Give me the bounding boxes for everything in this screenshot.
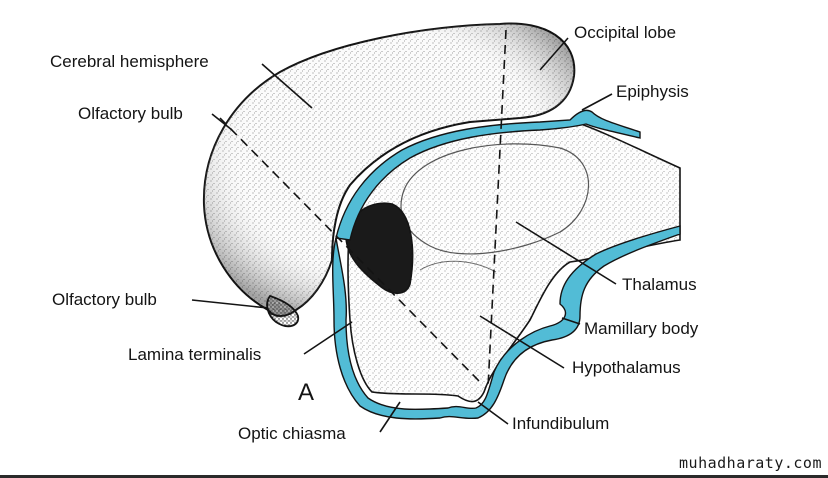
- bottom-rule: [0, 475, 828, 478]
- cerebral-hemisphere-shape: [202, 22, 576, 328]
- label-olfactory-bulb-upper: Olfactory bulb: [78, 104, 183, 123]
- label-mamillary-body: Mamillary body: [584, 319, 699, 338]
- label-infundibulum: Infundibulum: [512, 414, 610, 433]
- label-occipital-lobe: Occipital lobe: [574, 23, 677, 42]
- interventricular-foramen-shape: [345, 202, 414, 295]
- label-hypothalamus: Hypothalamus: [572, 358, 681, 377]
- ventricle-lining: [332, 109, 681, 420]
- figure-letter: A: [298, 379, 315, 406]
- label-optic-chiasma: Optic chiasma: [238, 424, 346, 443]
- section-lines: [219, 29, 507, 389]
- label-lamina-terminalis: Lamina terminalis: [128, 345, 262, 364]
- label-thalamus: Thalamus: [622, 275, 697, 294]
- label-cerebral-hemisphere: Cerebral hemisphere: [50, 52, 209, 71]
- leader-lines: [191, 37, 617, 433]
- label-olfactory-bulb-lower: Olfactory bulb: [52, 290, 157, 309]
- watermark: muhadharaty.com: [679, 454, 822, 472]
- label-epiphysis: Epiphysis: [616, 82, 689, 101]
